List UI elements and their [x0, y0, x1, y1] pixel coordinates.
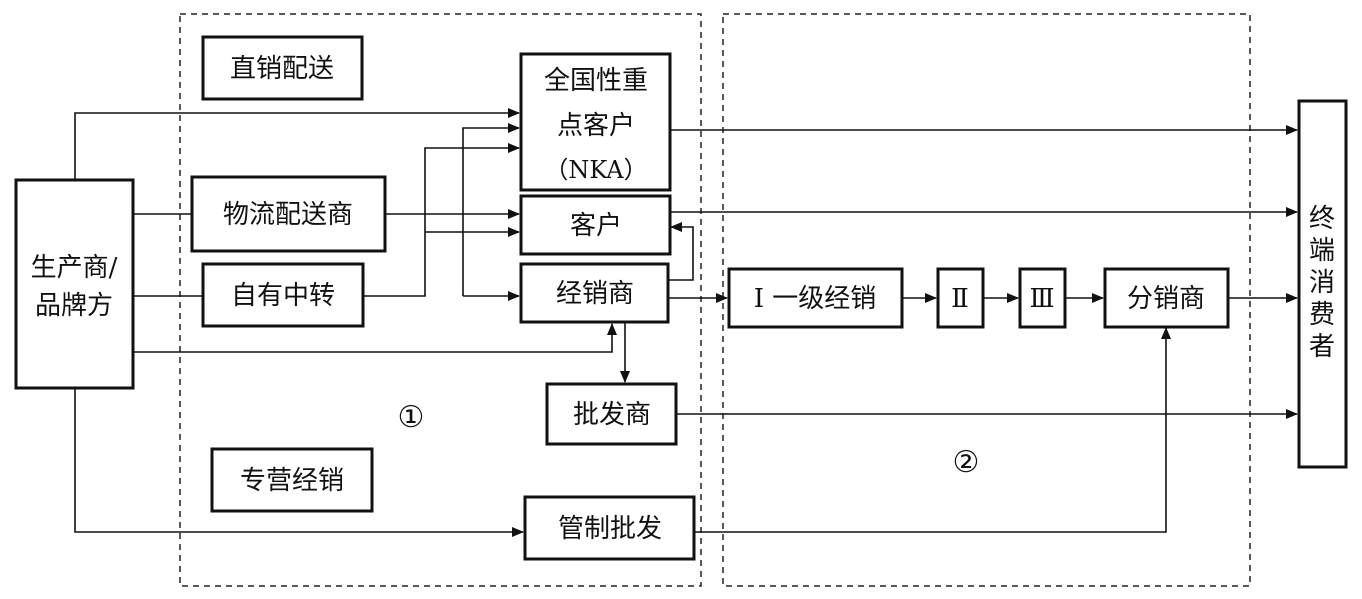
- exclusive-distribution-label: 专营经销: [240, 466, 344, 496]
- wholesaler-node: 批发商: [545, 382, 678, 446]
- customer-label: 客户: [570, 211, 622, 241]
- consumer-char-3: 消: [1309, 268, 1335, 298]
- consumer-char-1: 终: [1309, 204, 1335, 234]
- controlled-wholesale-label: 管制批发: [558, 514, 662, 544]
- arrow-self-transfer-to-nka: [363, 143, 520, 297]
- self-transfer-label: 自有中转: [231, 281, 335, 311]
- region-2-marker: ②: [953, 445, 980, 480]
- level3-node: Ⅲ: [1018, 267, 1067, 329]
- connectors: [74, 108, 1298, 537]
- level1-node: Ⅰ 一级经销: [727, 267, 904, 329]
- exclusive-distribution-node: 专营经销: [210, 447, 374, 513]
- direct-delivery-label: 直销配送: [230, 54, 334, 84]
- level3-label: Ⅲ: [1029, 284, 1054, 314]
- logistics-node: 物流配送商: [190, 175, 387, 253]
- consumer-char-2: 端: [1309, 236, 1335, 266]
- producer-label-line2: 品牌方: [35, 291, 113, 321]
- nka-label-line3: （NKA）: [544, 156, 647, 184]
- level1-label: Ⅰ 一级经销: [754, 284, 877, 314]
- wholesaler-label: 批发商: [573, 400, 651, 430]
- sub-distributor-node: 分销商: [1103, 267, 1230, 329]
- producer-label-line1: 生产商/: [31, 253, 118, 283]
- level2-label: Ⅱ: [951, 284, 969, 314]
- customer-node: 客户: [519, 194, 672, 256]
- arrow-distributor-to-customer: [668, 222, 694, 281]
- consumer-char-5: 者: [1309, 332, 1335, 362]
- direct-delivery-node: 直销配送: [201, 35, 364, 101]
- arrow-bracket-to-nka: [462, 123, 520, 296]
- consumer-node: 终 端 消 费 者: [1297, 99, 1348, 469]
- nka-node: 全国性重 点客户 （NKA）: [519, 52, 672, 192]
- consumer-char-4: 费: [1309, 300, 1335, 330]
- distributor-label: 经销商: [556, 279, 634, 309]
- arrow-producer-to-distributor: [133, 323, 617, 353]
- arrow-controlled-wholesale-to-sub-distributor: [694, 327, 1171, 533]
- distributor-node: 经销商: [519, 262, 670, 324]
- nka-label-line1: 全国性重: [544, 66, 648, 96]
- nka-label-line2: 点客户: [557, 111, 635, 141]
- controlled-wholesale-node: 管制批发: [523, 495, 696, 561]
- logistics-label: 物流配送商: [223, 200, 353, 230]
- sub-distributor-label: 分销商: [1127, 284, 1205, 314]
- arrow-producer-to-controlled-wholesale: [74, 388, 524, 537]
- region-1-marker: ①: [398, 400, 425, 435]
- arrow-producer-to-nka: [74, 108, 520, 180]
- producer-node: 生产商/ 品牌方: [14, 178, 135, 390]
- self-transfer-node: 自有中转: [201, 262, 365, 328]
- level2-node: Ⅱ: [936, 267, 985, 329]
- region-1-boundary: [179, 13, 702, 587]
